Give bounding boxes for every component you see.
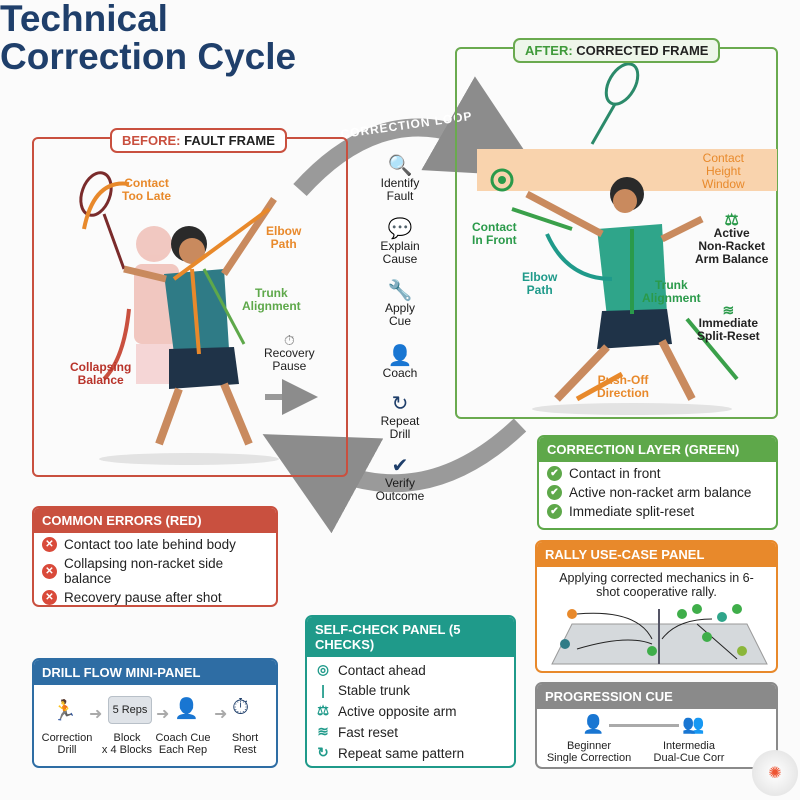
label-push-off-direction: Push-Off Direction (597, 373, 650, 400)
coach-icon: 👤 (387, 345, 413, 367)
vertical-line-icon: | (321, 683, 325, 698)
list-item: ↻Repeat same pattern (315, 745, 506, 761)
list-item: |Stable trunk (315, 683, 506, 698)
check-circle-icon: ✔ (391, 455, 409, 477)
label-contact-height-window: Contact Height Window (702, 151, 745, 191)
after-tab: AFTER: CORRECTED FRAME (513, 38, 721, 63)
refresh-icon: ↻ (391, 393, 409, 415)
label-contact-too-late: Contact Too Late (122, 176, 172, 203)
panel-header: PROGRESSION CUE (537, 684, 776, 709)
correction-layer-panel: CORRECTION LAYER (GREEN) ✔Contact in fro… (537, 435, 778, 530)
label-elbow-path: Elbow Path (522, 270, 558, 297)
speech-bubbles-icon: 💬 (387, 218, 413, 240)
list-item: ≋Fast reset (315, 724, 506, 740)
beginner-icon: 👤 (582, 714, 605, 734)
stopwatch-icon: ⏱ (283, 332, 295, 348)
list-item: ✔Immediate split-reset (547, 504, 768, 519)
refresh-icon: ↻ (317, 745, 329, 760)
panel-header: CORRECTION LAYER (GREEN) (539, 437, 776, 462)
loop-step: ↻Repeat Drill (360, 393, 440, 441)
rally-use-case-panel: RALLY USE-CASE PANEL Applying corrected … (535, 540, 778, 673)
before-frame: Contact Too Late Elbow Path Trunk Alignm… (32, 137, 348, 477)
panel-header: SELF-CHECK PANEL (5 CHECKS) (307, 617, 514, 657)
x-circle-icon: ✕ (42, 537, 57, 552)
self-check-panel: SELF-CHECK PANEL (5 CHECKS) ◎Contact ahe… (305, 615, 516, 768)
drill-flow-panel: DRILL FLOW MINI-PANEL 🏃 5 Reps 👤 ⏱ ➜ ➜ ➜… (32, 658, 278, 768)
arrow-icon: ➜ (214, 706, 228, 723)
progression-to: Intermedia Dual-Cue Corr (653, 740, 725, 764)
stopwatch-icon: ⏱ (232, 694, 250, 719)
arrow-icon: ➜ (89, 706, 103, 723)
panel-header: RALLY USE-CASE PANEL (537, 542, 776, 567)
loop-step: 🔍Identify Fault (360, 155, 440, 203)
loop-step: 👤Coach (360, 345, 440, 380)
academy-logo: ✺ (752, 750, 798, 796)
label-contact-in-front: Contact In Front (472, 220, 517, 247)
list-item: ◎Contact ahead (315, 662, 506, 678)
common-errors-panel: COMMON ERRORS (RED) ✕Contact too late be… (32, 506, 278, 607)
x-circle-icon: ✕ (42, 563, 57, 579)
after-frame: Contact Height Window Contact In Front E… (455, 47, 778, 419)
reps-badge: 5 Reps (108, 696, 152, 724)
drill-step: Coach Cue Each Rep (155, 732, 211, 756)
spring-icon: ≋ (722, 302, 735, 318)
check-icon: ✔ (547, 504, 562, 519)
loop-step: 🔧Apply Cue (360, 280, 440, 328)
rally-court-illustration (551, 604, 768, 665)
target-icon: ◎ (317, 662, 329, 677)
progression-from: Beginner Single Correction (546, 740, 632, 764)
label-trunk-alignment: Trunk Alignment (642, 278, 701, 305)
magnifier-icon: 🔍 (387, 155, 413, 177)
arrow-icon: ➜ (156, 706, 170, 723)
coach-icon: 👤 (174, 698, 199, 720)
running-icon: 🏃 (52, 700, 77, 722)
label-active-arm-balance: ⚖Active Non-Racket Arm Balance (695, 212, 769, 266)
player-corrected-illustration (490, 62, 739, 415)
x-circle-icon: ✕ (42, 590, 57, 605)
player-fault-illustration (79, 171, 279, 465)
label-elbow-path: Elbow Path (266, 224, 302, 251)
list-item: ✔Active non-racket arm balance (547, 485, 768, 500)
panel-header: COMMON ERRORS (RED) (34, 508, 276, 533)
progression-cue-panel: PROGRESSION CUE 👤 👥 Beginner Single Corr… (535, 682, 778, 769)
rally-description: Applying corrected mechanics in 6-shot c… (559, 571, 754, 599)
list-item: ✕Recovery pause after shot (42, 590, 268, 605)
list-item: ✕Collapsing non-racket side balance (42, 556, 268, 586)
label-trunk-alignment: Trunk Alignment (242, 286, 301, 313)
panel-header: DRILL FLOW MINI-PANEL (34, 660, 276, 685)
label-recovery-pause: ⏱Recovery Pause (264, 332, 315, 373)
label-split-reset: ≋Immediate Split-Reset (697, 302, 760, 343)
list-item: ✕Contact too late behind body (42, 537, 268, 552)
before-tab: BEFORE: FAULT FRAME (110, 128, 287, 153)
loop-step: 💬Explain Cause (360, 218, 440, 266)
drill-step: Correction Drill (41, 732, 93, 756)
list-item: ✔Contact in front (547, 466, 768, 481)
person-wrench-icon: 🔧 (387, 280, 413, 302)
balance-scale-icon: ⚖ (724, 212, 739, 229)
drill-step: Block x 4 Blocks (101, 732, 153, 756)
label-collapsing-balance: Collapsing Balance (70, 360, 132, 387)
balance-scale-icon: ⚖ (316, 703, 330, 718)
loop-step: ✔Verify Outcome (360, 455, 440, 503)
progression-arrow (609, 724, 679, 727)
list-item: ⚖Active opposite arm (316, 703, 457, 719)
check-icon: ✔ (547, 485, 562, 500)
check-icon: ✔ (547, 466, 562, 481)
drill-step: Short Rest (231, 732, 259, 756)
intermediate-icon: 👥 (682, 714, 705, 734)
spring-icon: ≋ (317, 724, 329, 739)
